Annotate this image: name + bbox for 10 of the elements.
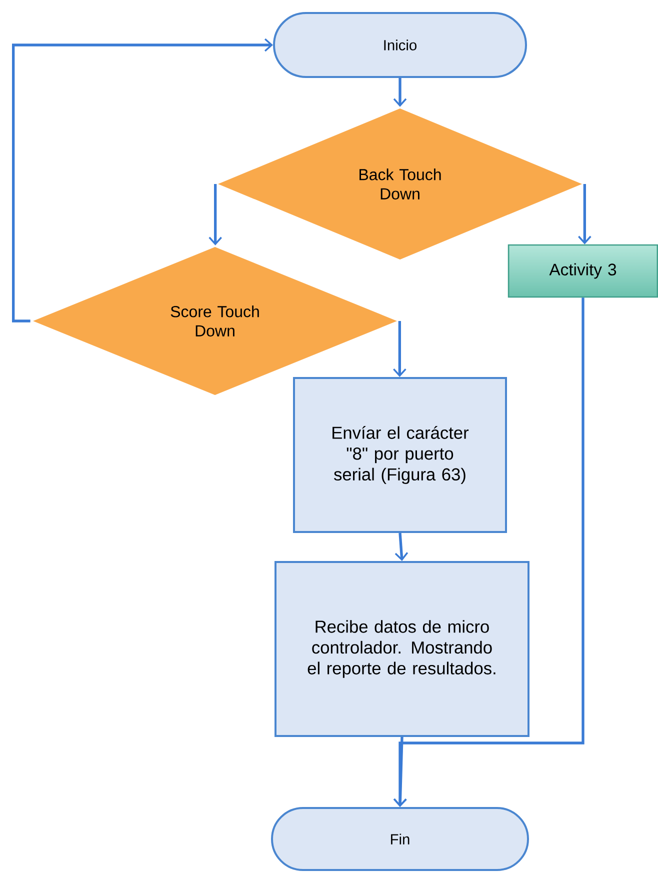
arrow [578, 184, 592, 244]
process-box: Recibe datos de micro controlador. Mostrando el reporte de resultados. [274, 561, 530, 737]
process-box: Envíar el carácter "8" por puerto serial (Figura 63) [293, 377, 507, 533]
arrow [393, 78, 407, 107]
arrow [393, 298, 584, 807]
arrow [393, 321, 406, 377]
process-box: Activity 3 [508, 244, 658, 298]
arrow [12, 38, 273, 322]
arrow [208, 184, 222, 246]
arrow [394, 532, 408, 561]
